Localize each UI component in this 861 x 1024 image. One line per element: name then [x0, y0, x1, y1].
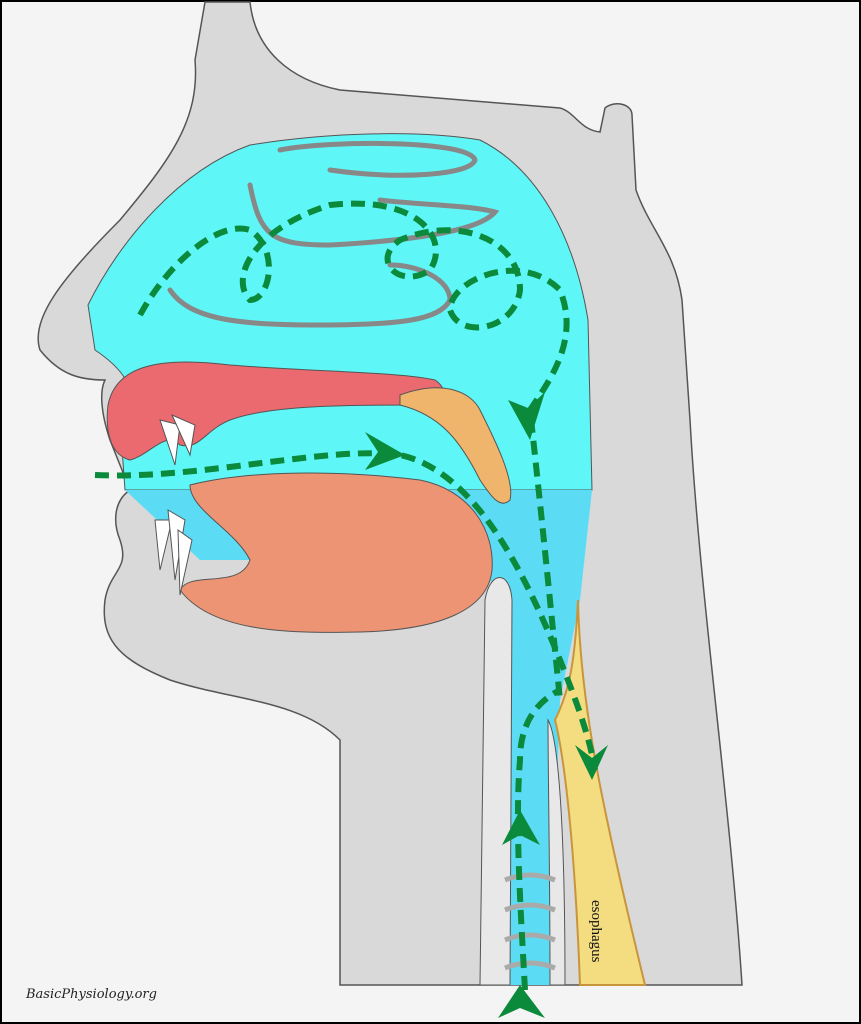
arrow-icon — [575, 745, 608, 780]
epiglottis — [479, 577, 513, 986]
site-watermark: BasicPhysiology.org — [26, 987, 157, 1002]
trachea-wall — [547, 718, 566, 986]
esophagus — [553, 599, 647, 986]
arrow-icon — [498, 985, 545, 1018]
airflow-arrowheads — [365, 392, 608, 1018]
tongue — [179, 472, 493, 633]
arrow-icon — [508, 392, 545, 440]
tracheal-rings — [504, 872, 556, 971]
teeth — [154, 414, 196, 596]
airflow-paths — [94, 200, 598, 991]
esophagus-label: esophagus — [588, 900, 604, 963]
arrow-icon — [365, 432, 405, 470]
arrow-icon — [502, 810, 540, 845]
soft-palate — [399, 387, 512, 504]
